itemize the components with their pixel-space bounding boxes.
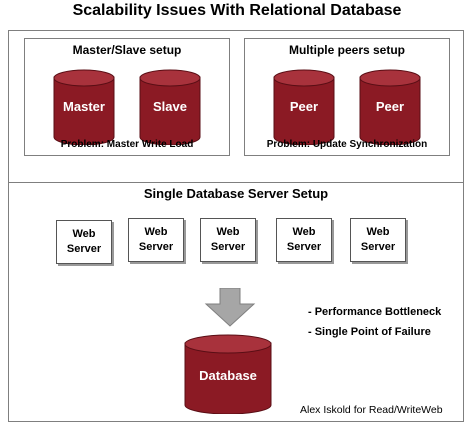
peer1-db-cylinder: Peer [273,69,335,145]
web-server-label: Web Server [66,228,102,255]
web-server-box: Web Server [200,218,256,262]
issue-performance: - Performance Bottleneck [308,306,442,318]
web-server-box: Web Server [350,218,406,262]
master-slave-problem: Problem: Master Write Load [60,139,194,150]
master-slave-title: Master/Slave setup [72,43,182,57]
web-server-box: Web Server [128,218,184,262]
down-arrow-icon [204,288,256,327]
section-divider [8,182,464,183]
peer2-db-cylinder: Peer [359,69,421,145]
master-db-label: Master [63,99,105,114]
slave-db-cylinder: Slave [139,69,201,145]
issue-single-point: - Single Point of Failure [308,326,431,338]
outer-frame [8,30,464,422]
web-server-box: Web Server [276,218,332,262]
master-slave-panel: Master/Slave setup Master Slave Problem:… [24,38,230,156]
peers-panel: Multiple peers setup Peer Peer Problem: … [244,38,450,156]
single-setup-title: Single Database Server Setup [143,186,329,201]
database-cylinder: Database [184,334,272,414]
slave-db-label: Slave [153,99,187,114]
database-label: Database [199,368,257,383]
web-server-label: Web Server [286,226,322,253]
peer2-db-label: Peer [375,99,405,114]
peers-title: Multiple peers setup [288,43,406,57]
master-db-cylinder: Master [53,69,115,145]
web-server-label: Web Server [360,226,396,253]
web-server-box: Web Server [56,220,112,264]
peer1-db-label: Peer [289,99,319,114]
peers-problem: Problem: Update Synchronization [266,139,428,150]
credit-text: Alex Iskold for Read/WriteWeb [300,404,443,416]
web-server-label: Web Server [210,226,246,253]
diagram-title: Scalability Issues With Relational Datab… [72,2,402,19]
web-server-label: Web Server [138,226,174,253]
